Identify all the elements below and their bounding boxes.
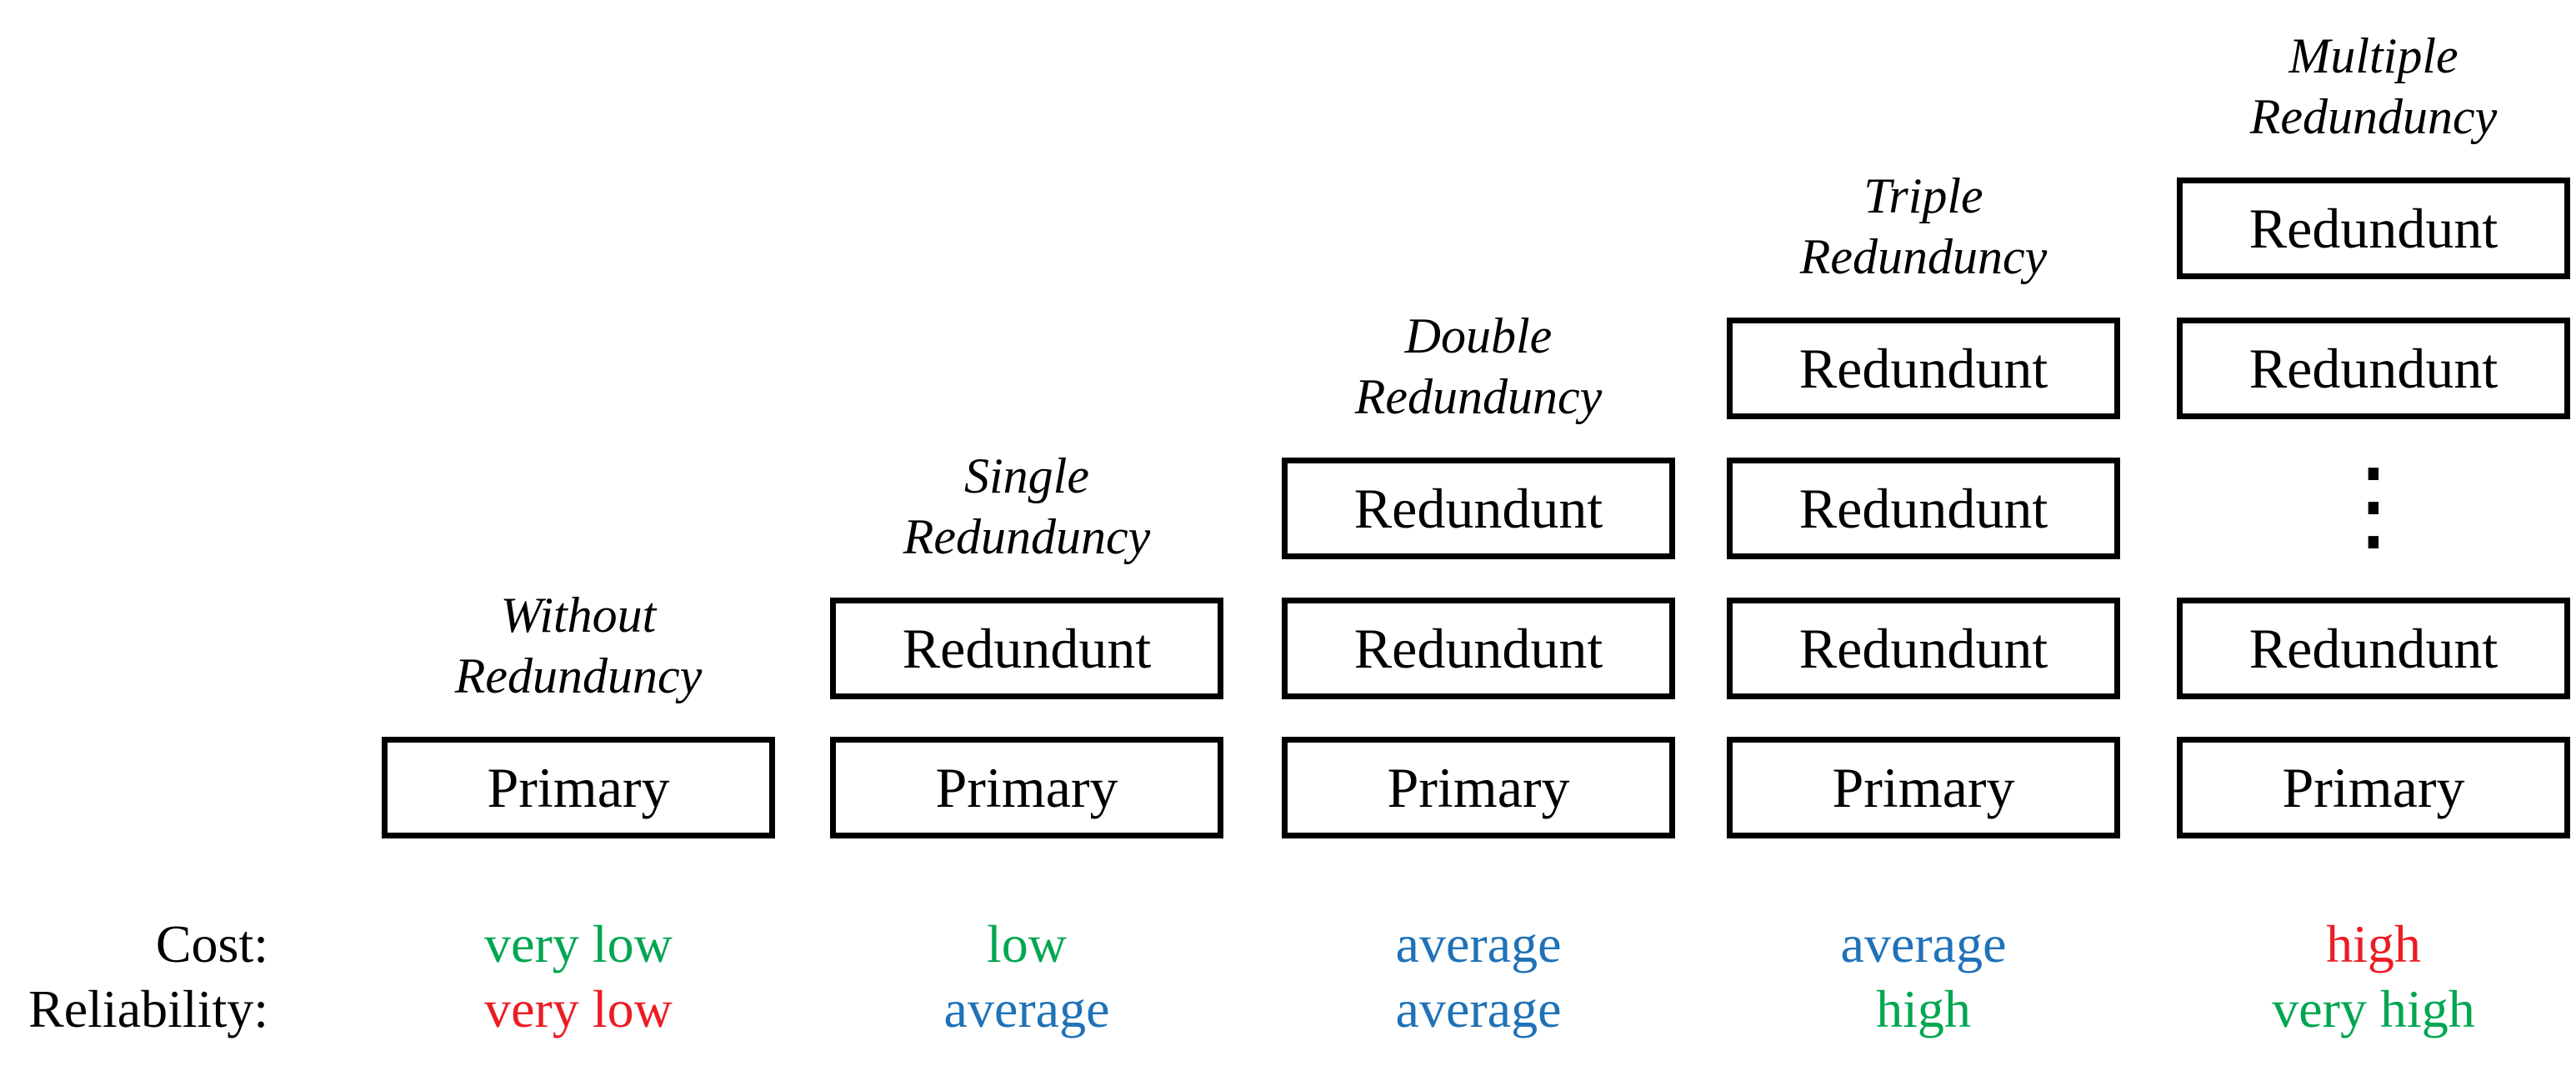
column-title-line2: Redunduncy [1354,369,1603,424]
box-label: Primary [935,756,1118,819]
box-label: Redundunt [1798,617,2048,680]
box-label: Primary [487,756,670,819]
box-label: Redundunt [1353,477,1603,540]
reliability-value: average [1395,979,1562,1038]
redundant-box: Redundunt [1727,458,2120,559]
column-title-line1: Double [1404,308,1553,363]
box-label: Primary [1387,756,1570,819]
primary-box: Primary [382,737,775,838]
box-label: Primary [2282,756,2465,819]
primary-box: Primary [1282,737,1675,838]
column-title: Multiple Redunduncy [2177,26,2570,148]
box-label: Redundunt [902,617,1152,680]
primary-box: Primary [2177,737,2570,838]
column-title-line2: Redunduncy [903,509,1151,564]
box-label: Redundunt [1798,477,2048,540]
box-label: Redundunt [2248,337,2498,400]
reliability-value: very high [2272,979,2475,1038]
reliability-value: very low [484,979,673,1038]
cost-value: average [1840,914,2007,973]
column-title-line1: Multiple [2288,28,2458,83]
cost-value: low [987,914,1067,973]
redundant-box: Redundunt [1727,598,2120,699]
reliability-value: high [1876,979,1971,1038]
redundant-box: Redundunt [1727,318,2120,419]
reliability-value: average [943,979,1110,1038]
column-title: Triple Redunduncy [1727,166,2120,288]
column-title: Double Redunduncy [1282,306,1675,428]
cost-value: very low [484,914,673,973]
box-label: Redundunt [2248,617,2498,680]
column-title: Single Redunduncy [830,446,1223,568]
vertical-ellipsis-icon: ⋮ [2323,448,2423,563]
column-title-line1: Single [964,448,1089,503]
redundant-box: Redundunt [830,598,1223,699]
redundant-box: Redundunt [1282,598,1675,699]
reliability-label: Reliability: [28,979,268,1038]
cost-value: average [1395,914,1562,973]
box-label: Redundunt [2248,197,2498,260]
column-title-line2: Redunduncy [454,648,703,703]
redundant-box: Redundunt [1282,458,1675,559]
column-title-line2: Redunduncy [2249,89,2498,144]
column-title-line1: Triple [1863,168,1983,223]
column-title-line1: Without [500,588,657,643]
box-label: Redundunt [1798,337,2048,400]
column-title: Without Redunduncy [382,585,775,707]
box-label: Primary [1832,756,2015,819]
primary-box: Primary [1727,737,2120,838]
redundant-box: Redundunt [2177,318,2570,419]
redundant-box: Redundunt [2177,598,2570,699]
cost-label: Cost: [155,914,268,973]
column-title-line2: Redunduncy [1799,229,2048,284]
box-label: Redundunt [1353,617,1603,680]
primary-box: Primary [830,737,1223,838]
cost-value: high [2326,914,2421,973]
redundant-box: Redundunt [2177,178,2570,279]
